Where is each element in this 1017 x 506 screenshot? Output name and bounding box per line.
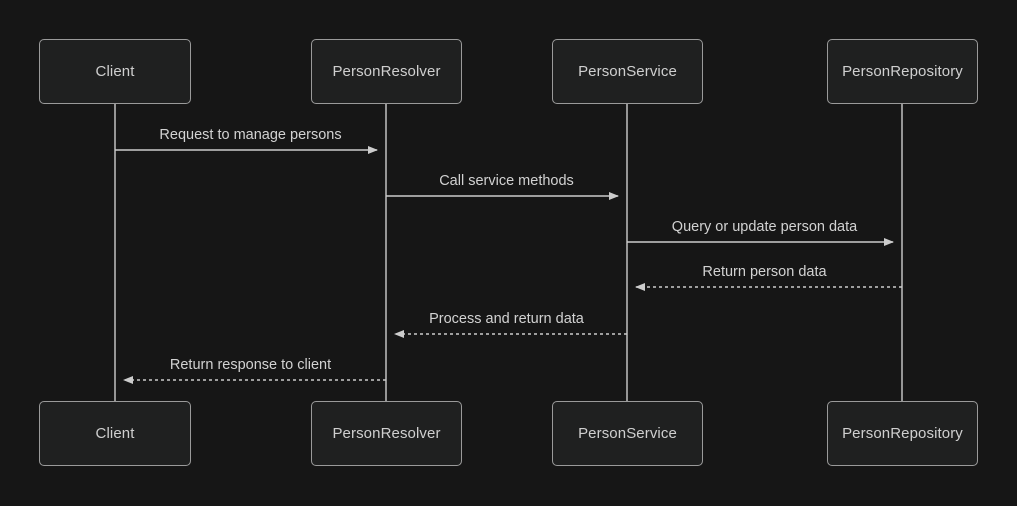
participant-label: PersonRepository <box>842 63 963 80</box>
participant-label: PersonService <box>578 425 677 442</box>
participant-bottom-personservice[interactable]: PersonService <box>552 401 703 466</box>
participant-bottom-personrepository[interactable]: PersonRepository <box>827 401 978 466</box>
participant-label: Client <box>95 63 135 80</box>
participant-top-client[interactable]: Client <box>39 39 191 104</box>
message-label-2: Query or update person data <box>671 219 858 235</box>
participant-label: Client <box>95 425 135 442</box>
message-label-3: Return person data <box>702 264 827 280</box>
participant-bottom-personresolver[interactable]: PersonResolver <box>311 401 462 466</box>
message-label-0: Request to manage persons <box>159 127 342 143</box>
message-label-4: Process and return data <box>429 311 584 327</box>
message-label-5: Return response to client <box>169 357 332 373</box>
participant-top-personresolver[interactable]: PersonResolver <box>311 39 462 104</box>
participant-label: PersonResolver <box>332 425 441 442</box>
participant-bottom-client[interactable]: Client <box>39 401 191 466</box>
participant-label: PersonRepository <box>842 425 963 442</box>
participant-top-personservice[interactable]: PersonService <box>552 39 703 104</box>
message-arrows-group <box>115 146 902 384</box>
message-label-1: Call service methods <box>439 173 574 189</box>
participant-label: PersonService <box>578 63 677 80</box>
lifelines-group <box>114 104 903 401</box>
participant-label: PersonResolver <box>332 63 441 80</box>
participant-top-personrepository[interactable]: PersonRepository <box>827 39 978 104</box>
